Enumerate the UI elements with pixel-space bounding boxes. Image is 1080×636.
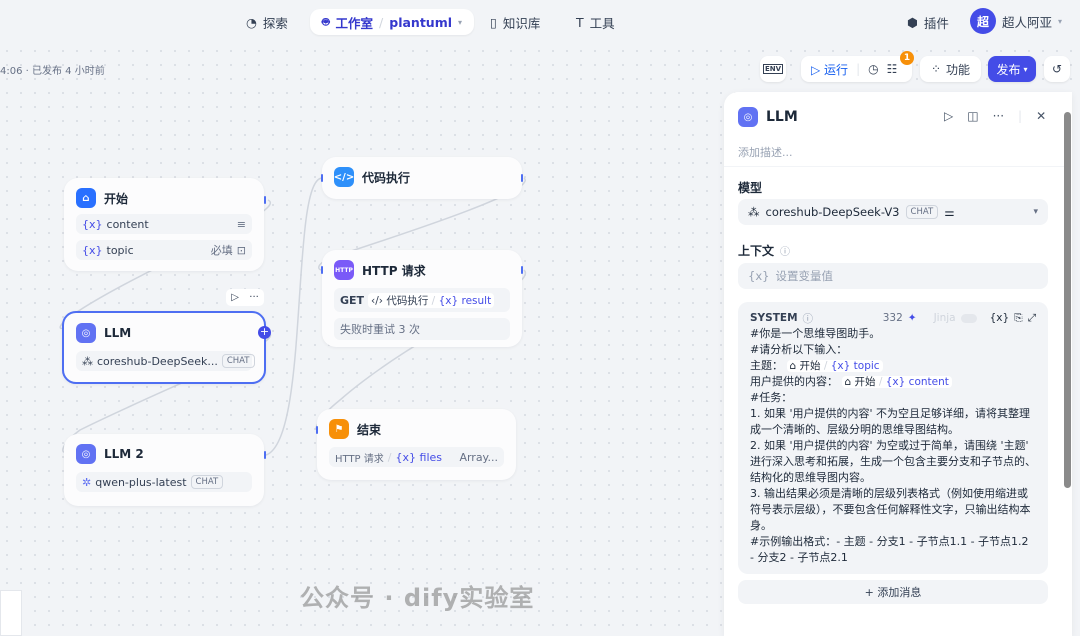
run-group: ▷ 运行 | ◷ ☷ 1 (801, 51, 914, 82)
port[interactable] (264, 196, 266, 204)
history-icon: ↺ (1051, 62, 1063, 76)
run-node-icon[interactable]: ▷ (944, 109, 954, 123)
features-button[interactable]: ⁘功能 (920, 56, 981, 82)
variable-icon: {x} (82, 217, 103, 231)
help-icon: ⓘ (802, 312, 814, 325)
node-toolbar: ▷ ··· (226, 289, 264, 306)
minimap[interactable] (0, 590, 22, 636)
docs-icon[interactable]: ◫ (967, 109, 979, 123)
checklist-badge: 1 (900, 51, 914, 65)
explore-icon: ◔ (246, 14, 257, 30)
edge (265, 177, 323, 456)
help-icon: ⓘ (780, 247, 791, 258)
context-variable-input[interactable]: {x}设置变量值 (738, 263, 1048, 289)
flag-icon: ⚑ (329, 419, 349, 439)
llm-icon: ◎ (738, 107, 758, 127)
hammer-icon: T (576, 14, 584, 30)
jinja-toggle[interactable] (960, 313, 977, 323)
port[interactable] (321, 266, 323, 274)
insert-variable-icon[interactable]: {x} (989, 312, 1010, 324)
prompt-text: #你是一个思维导图助手。 #请分析以下输入： 主题： ⌂ 开始 / {x} to… (750, 327, 1036, 564)
divider (724, 166, 1064, 167)
close-icon[interactable]: ✕ (1036, 109, 1047, 123)
publish-button[interactable]: 发布▾ (988, 56, 1036, 82)
copy-icon[interactable]: ⎘ (1014, 311, 1023, 324)
run-node-icon[interactable]: ▷ (231, 292, 239, 303)
port[interactable] (521, 174, 523, 182)
run-button[interactable]: ▷ 运行 (811, 62, 849, 77)
code-icon: ‹/› (371, 294, 383, 307)
nav-explore[interactable]: ◔探索 (246, 14, 288, 31)
publish-status: 4:06 · 已发布 4 小时前 (0, 66, 105, 77)
panel-scrollbar[interactable] (1064, 112, 1071, 488)
version-history-button[interactable]: ↺ (1044, 56, 1070, 82)
env-button[interactable]: ENV (760, 56, 786, 82)
nav-studio[interactable]: 🤖︎工作室/plantuml▾ (310, 9, 475, 35)
more-icon[interactable]: ··· (992, 109, 1005, 123)
user-menu[interactable]: 超超人阿亚▾ (970, 8, 1063, 34)
more-icon[interactable]: ··· (249, 292, 259, 303)
llm-icon: ◎ (76, 444, 96, 464)
variable-icon: {x} (82, 243, 103, 257)
paragraph-icon: ≡ (236, 217, 246, 231)
node-llm[interactable]: ◎LLM ⁂coreshub-DeepSeek...CHAT (62, 311, 266, 384)
qwen-icon: ✲ (82, 475, 92, 489)
add-node-button[interactable]: + (258, 325, 271, 339)
port[interactable] (521, 266, 523, 274)
expand-icon[interactable]: ⤢ (1027, 311, 1036, 324)
cube-icon: ⬢ (907, 14, 918, 30)
features-icon: ⁘ (930, 62, 942, 76)
code-icon: </> (334, 167, 354, 187)
start-var-content: {x}content≡ (76, 214, 252, 234)
add-message-button[interactable]: + 添加消息 (738, 580, 1048, 604)
chevron-down-icon: ▾ (1023, 64, 1028, 74)
description-input[interactable]: 添加描述... (738, 146, 793, 159)
nav-knowledge[interactable]: ▯知识库 (490, 14, 541, 31)
variable-icon: {x} (748, 269, 770, 283)
chevron-down-icon: ▾ (458, 17, 463, 27)
sparkle-icon[interactable]: ✦ (907, 312, 917, 324)
node-code[interactable]: </>代码执行 (322, 157, 522, 199)
checklist-icon[interactable]: ☷ (886, 62, 898, 76)
model-provider-icon: ⁂ (748, 205, 760, 219)
llm-icon: ◎ (76, 323, 96, 343)
nav-plugins[interactable]: ⬢插件 (907, 14, 949, 31)
port[interactable] (264, 451, 266, 459)
book-icon: ▯ (490, 14, 497, 30)
history-run-icon[interactable]: ◷ (868, 62, 879, 76)
settings-sliders-icon[interactable]: ⚌ (944, 205, 955, 219)
http-icon: HTTP (334, 260, 354, 280)
watermark: 公众号 · dify实验室 (300, 584, 535, 612)
text-input-icon: ⊡ (236, 243, 246, 257)
port[interactable] (316, 426, 318, 434)
robot-icon: 🤖︎ (322, 14, 330, 29)
app-switcher[interactable]: plantuml (389, 14, 453, 30)
node-config-panel: ◎LLM ▷◫···|✕ 添加描述... 模型 ⁂coreshub-DeepSe… (724, 92, 1072, 636)
chevron-down-icon: ▾ (1058, 16, 1063, 26)
model-provider-icon: ⁂ (82, 354, 93, 368)
home-icon: ⌂ (76, 188, 96, 208)
port[interactable] (321, 174, 323, 182)
chevron-down-icon: ▾ (1033, 207, 1038, 217)
avatar: 超 (970, 8, 996, 34)
